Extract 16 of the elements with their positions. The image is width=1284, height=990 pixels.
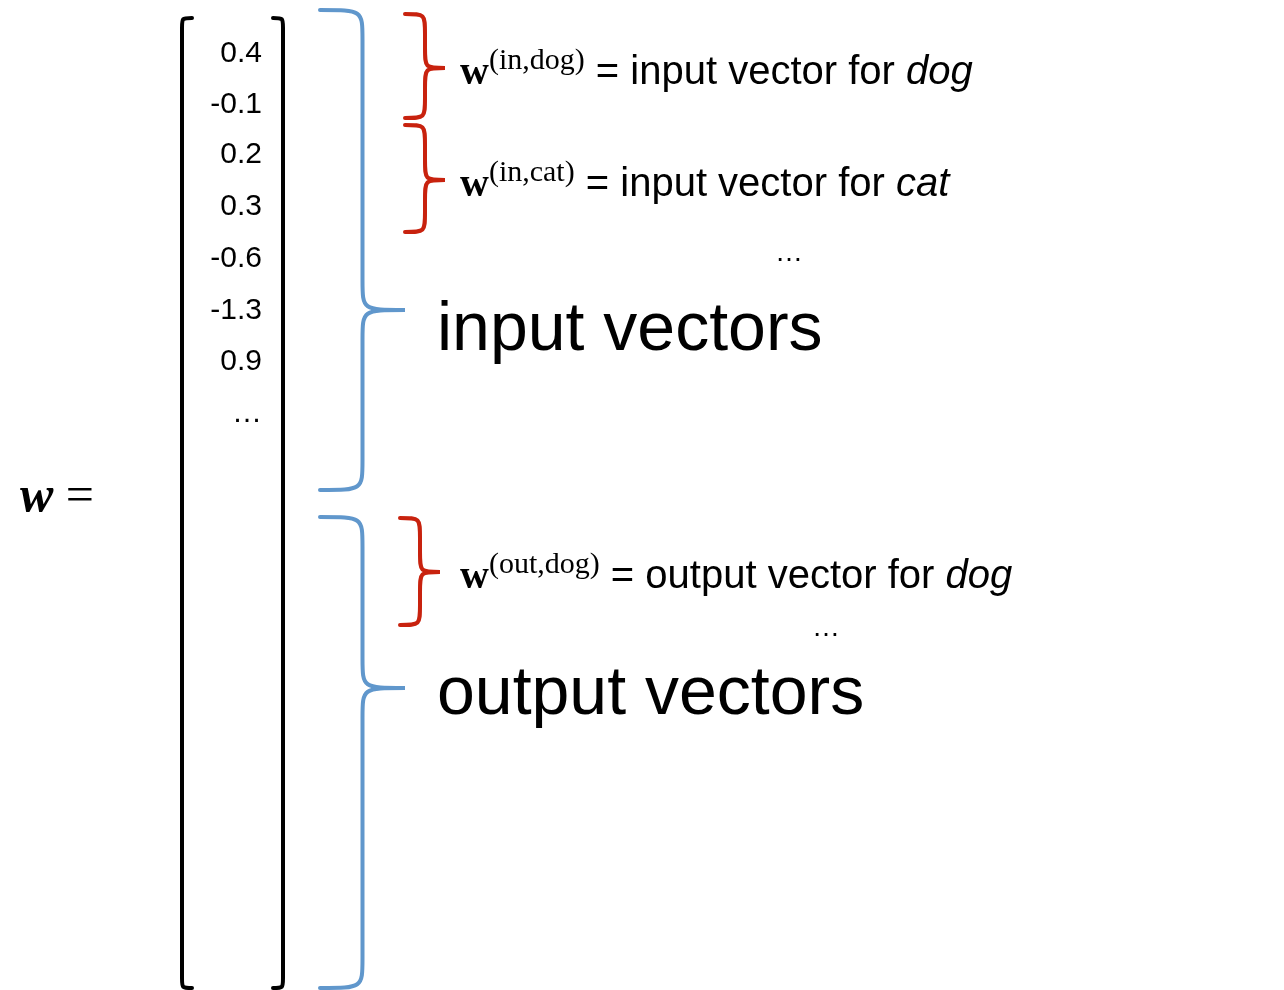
equation-text: w$^{(in,cat)}$ = input vector for cat (460, 154, 950, 206)
section-label: output vectors (437, 650, 865, 730)
equation-text: w$^{(out,dog)}$ = output vector for dog (460, 546, 1013, 598)
ellipsis: … (775, 235, 803, 269)
equation-text: w$^{(in,dog)}$ = input vector for dog (460, 42, 973, 94)
ellipsis: … (231, 394, 262, 430)
vector-entry: -0.1 (209, 85, 262, 121)
ellipsis: … (812, 610, 840, 644)
section-label: input vectors (437, 286, 823, 366)
vector-entry: -1.3 (209, 291, 262, 327)
vector-entry: 0.2 (219, 135, 262, 171)
vector-entry: -0.6 (209, 239, 262, 275)
equation-text: w = (20, 466, 95, 524)
vector-entry: 0.3 (219, 187, 262, 223)
vector-entry: 0.4 (219, 34, 262, 70)
vector-entry: 0.9 (219, 342, 262, 378)
